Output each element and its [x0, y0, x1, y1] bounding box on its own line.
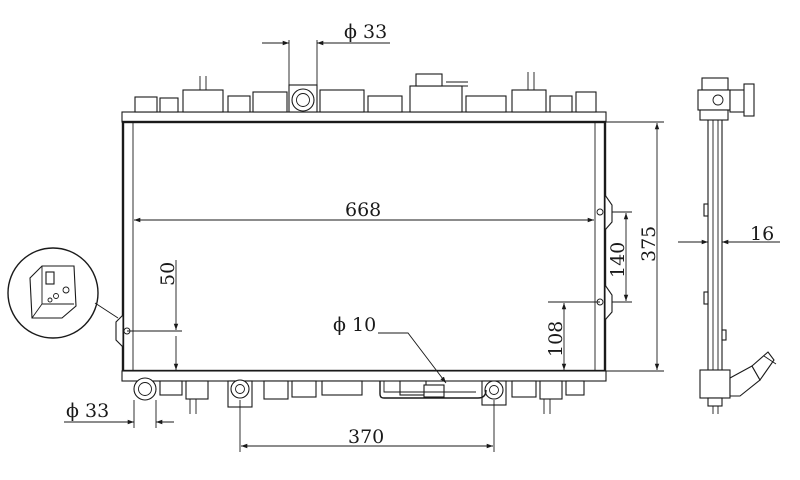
- dim-label-core-thickness: 16: [750, 223, 774, 245]
- side-top-tank: [697, 77, 755, 121]
- dim-label-width: 668: [345, 199, 381, 221]
- dim-side-offset: 50: [127, 260, 182, 370]
- bracket-detail-icon: [29, 265, 77, 319]
- dim-label-phi-top: ϕ 33: [344, 21, 387, 43]
- oil-cooler-pipe: [379, 381, 487, 399]
- dim-label-phi-bottom: ϕ 33: [66, 400, 109, 422]
- dim-label-height: 375: [638, 226, 660, 262]
- dim-overall-height: 375: [606, 121, 664, 372]
- bottom-tank-details: [159, 380, 585, 414]
- dim-label-phi-pipe: ϕ 10: [333, 314, 376, 336]
- detail-bubble: [7, 247, 119, 339]
- top-tank: [121, 111, 607, 123]
- mounting-bracket-left: [115, 313, 131, 349]
- dim-label-bracket-offset: 108: [545, 321, 567, 357]
- dim-bracket-offset: 108: [545, 301, 600, 370]
- mounting-bracket-upper: [596, 193, 613, 232]
- dim-overall-width: 668: [134, 199, 594, 223]
- mounting-bracket-lower: [596, 283, 613, 322]
- dim-bottom-outlet-diameter: ϕ 33: [64, 400, 174, 428]
- side-bottom-tank: [699, 351, 777, 414]
- dim-core-thickness: 16: [678, 223, 780, 245]
- dim-label-outlet-spacing: 370: [348, 426, 384, 448]
- dim-outlet-spacing: 370: [239, 400, 495, 452]
- bottom-tank: [121, 370, 607, 382]
- bottom-outlet-left: [133, 377, 157, 401]
- dim-pipe-diameter: ϕ 10: [333, 314, 447, 384]
- radiator-side-view: 16: [678, 77, 780, 414]
- dim-bracket-spacing: 140: [607, 211, 632, 303]
- side-core: [707, 107, 723, 375]
- dim-label-bracket-spacing: 140: [607, 242, 629, 278]
- dim-label-side-offset: 50: [157, 262, 179, 286]
- radiator-front-view: ϕ 33 668 375 140 108: [64, 21, 664, 452]
- top-tank-details: [134, 72, 597, 113]
- top-filler-neck: [288, 84, 318, 113]
- dim-top-filler-diameter: ϕ 33: [262, 21, 390, 85]
